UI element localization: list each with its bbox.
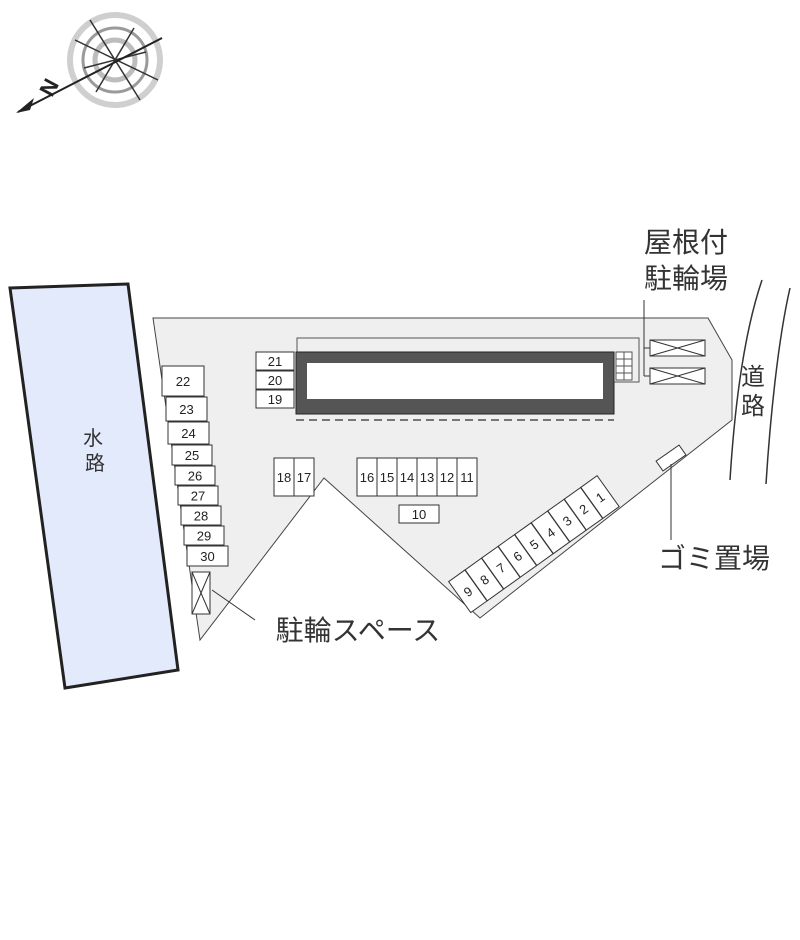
parking-slot-25: 25 xyxy=(171,444,213,466)
parking-slot-21-number: 21 xyxy=(268,354,282,369)
parking-slot-17-box xyxy=(293,457,315,497)
parking-slot-16: 16 xyxy=(356,457,378,497)
parking-slot-25-number: 25 xyxy=(185,448,199,463)
covered-bike-parking-label-1: 屋根付 xyxy=(644,226,728,259)
parking-slot-28: 28 xyxy=(180,505,222,526)
parking-slot-11: 11 xyxy=(456,457,478,497)
parking-slot-26: 26 xyxy=(174,465,216,486)
parking-slot-28-number: 28 xyxy=(194,509,208,524)
parking-slot-24-number: 24 xyxy=(181,426,195,441)
parking-slot-29-number: 29 xyxy=(197,529,211,544)
parking-slot-20: 20 xyxy=(255,370,295,390)
parking-slot-12: 12 xyxy=(436,457,458,497)
parking-slot-23: 23 xyxy=(165,396,208,422)
parking-slot-24-box xyxy=(167,421,210,445)
parking-slot-17: 17 xyxy=(293,457,315,497)
parking-slot-19-number: 19 xyxy=(268,392,282,407)
parking-slot-27-box xyxy=(177,485,219,506)
parking-slot-13-number: 13 xyxy=(420,470,434,485)
parking-slot-27-number: 27 xyxy=(191,489,205,504)
parking-slot-14: 14 xyxy=(396,457,418,497)
parking-slot-30-box xyxy=(186,545,229,567)
parking-slot-11-number: 11 xyxy=(460,470,474,485)
road-label-2: 路 xyxy=(741,392,765,420)
parking-slot-9: 9 xyxy=(447,569,488,614)
parking-slot-20-box xyxy=(255,370,295,390)
parking-slot-29-box xyxy=(183,525,225,546)
parking-slot-10-box xyxy=(398,504,440,524)
parking-slot-22-box xyxy=(161,365,205,397)
waterway-label-2: 路 xyxy=(85,451,105,475)
parking-slot-27: 27 xyxy=(177,485,219,506)
garbage-label: ゴミ置場 xyxy=(658,542,770,575)
parking-slot-12-number: 12 xyxy=(440,470,454,485)
parking-slot-18: 18 xyxy=(273,457,295,497)
road-label-1: 道 xyxy=(741,363,765,391)
parking-slot-10: 10 xyxy=(398,504,440,524)
compass-rose-icon: N xyxy=(16,12,163,113)
parking-slot-15: 15 xyxy=(376,457,398,497)
north-arrow-icon xyxy=(16,98,34,113)
parking-slot-16-number: 16 xyxy=(360,470,374,485)
parking-slot-11-box xyxy=(456,457,478,497)
bike-space-label: 駐輪スペース xyxy=(276,614,441,647)
parking-slot-21: 21 xyxy=(255,351,295,371)
parking-slot-5: 5 xyxy=(514,522,554,567)
parking-slot-30-number: 30 xyxy=(200,549,214,564)
road-edge-right xyxy=(765,287,791,485)
waterway xyxy=(8,282,180,690)
parking-slot-30: 30 xyxy=(186,545,229,567)
bike-space-leader xyxy=(211,589,256,621)
waterway-label-1: 水 xyxy=(83,426,103,450)
parking-slot-17-number: 17 xyxy=(297,470,311,485)
parking-slot-23-box xyxy=(165,396,208,422)
parking-slot-15-number: 15 xyxy=(380,470,394,485)
stairs-icon xyxy=(615,351,633,381)
parking-slot-14-number: 14 xyxy=(400,470,414,485)
parking-slot-24: 24 xyxy=(167,421,210,445)
parking-slot-18-number: 18 xyxy=(277,470,291,485)
parking-slot-19: 19 xyxy=(255,389,295,409)
parking-slot-23-number: 23 xyxy=(179,402,193,417)
parking-slot-26-number: 26 xyxy=(188,469,202,484)
parking-slot-20-number: 20 xyxy=(268,373,282,388)
parking-slot-9-box xyxy=(447,569,488,614)
garbage-area xyxy=(655,444,687,472)
parking-slot-19-box xyxy=(255,389,295,409)
parking-slot-25-box xyxy=(171,444,213,466)
parking-slot-1: 1 xyxy=(580,475,620,519)
north-label: N xyxy=(34,75,64,101)
parking-slot-6: 6 xyxy=(497,533,538,578)
parking-slot-29: 29 xyxy=(183,525,225,546)
building-interior xyxy=(307,363,603,399)
parking-slot-8: 8 xyxy=(464,557,505,602)
covered-bike-parking-label-2: 駐輪場 xyxy=(644,262,728,295)
road-edge-left xyxy=(729,279,763,481)
parking-slot-13: 13 xyxy=(416,457,438,497)
parking-slot-10-number: 10 xyxy=(412,507,426,522)
parking-slot-22: 22 xyxy=(161,365,205,397)
parking-slot-26-box xyxy=(174,465,216,486)
parking-slot-4: 4 xyxy=(530,510,571,555)
parking-slot-28-box xyxy=(180,505,222,526)
parking-slot-22-number: 22 xyxy=(176,374,190,389)
parking-slot-21-box xyxy=(255,351,295,371)
